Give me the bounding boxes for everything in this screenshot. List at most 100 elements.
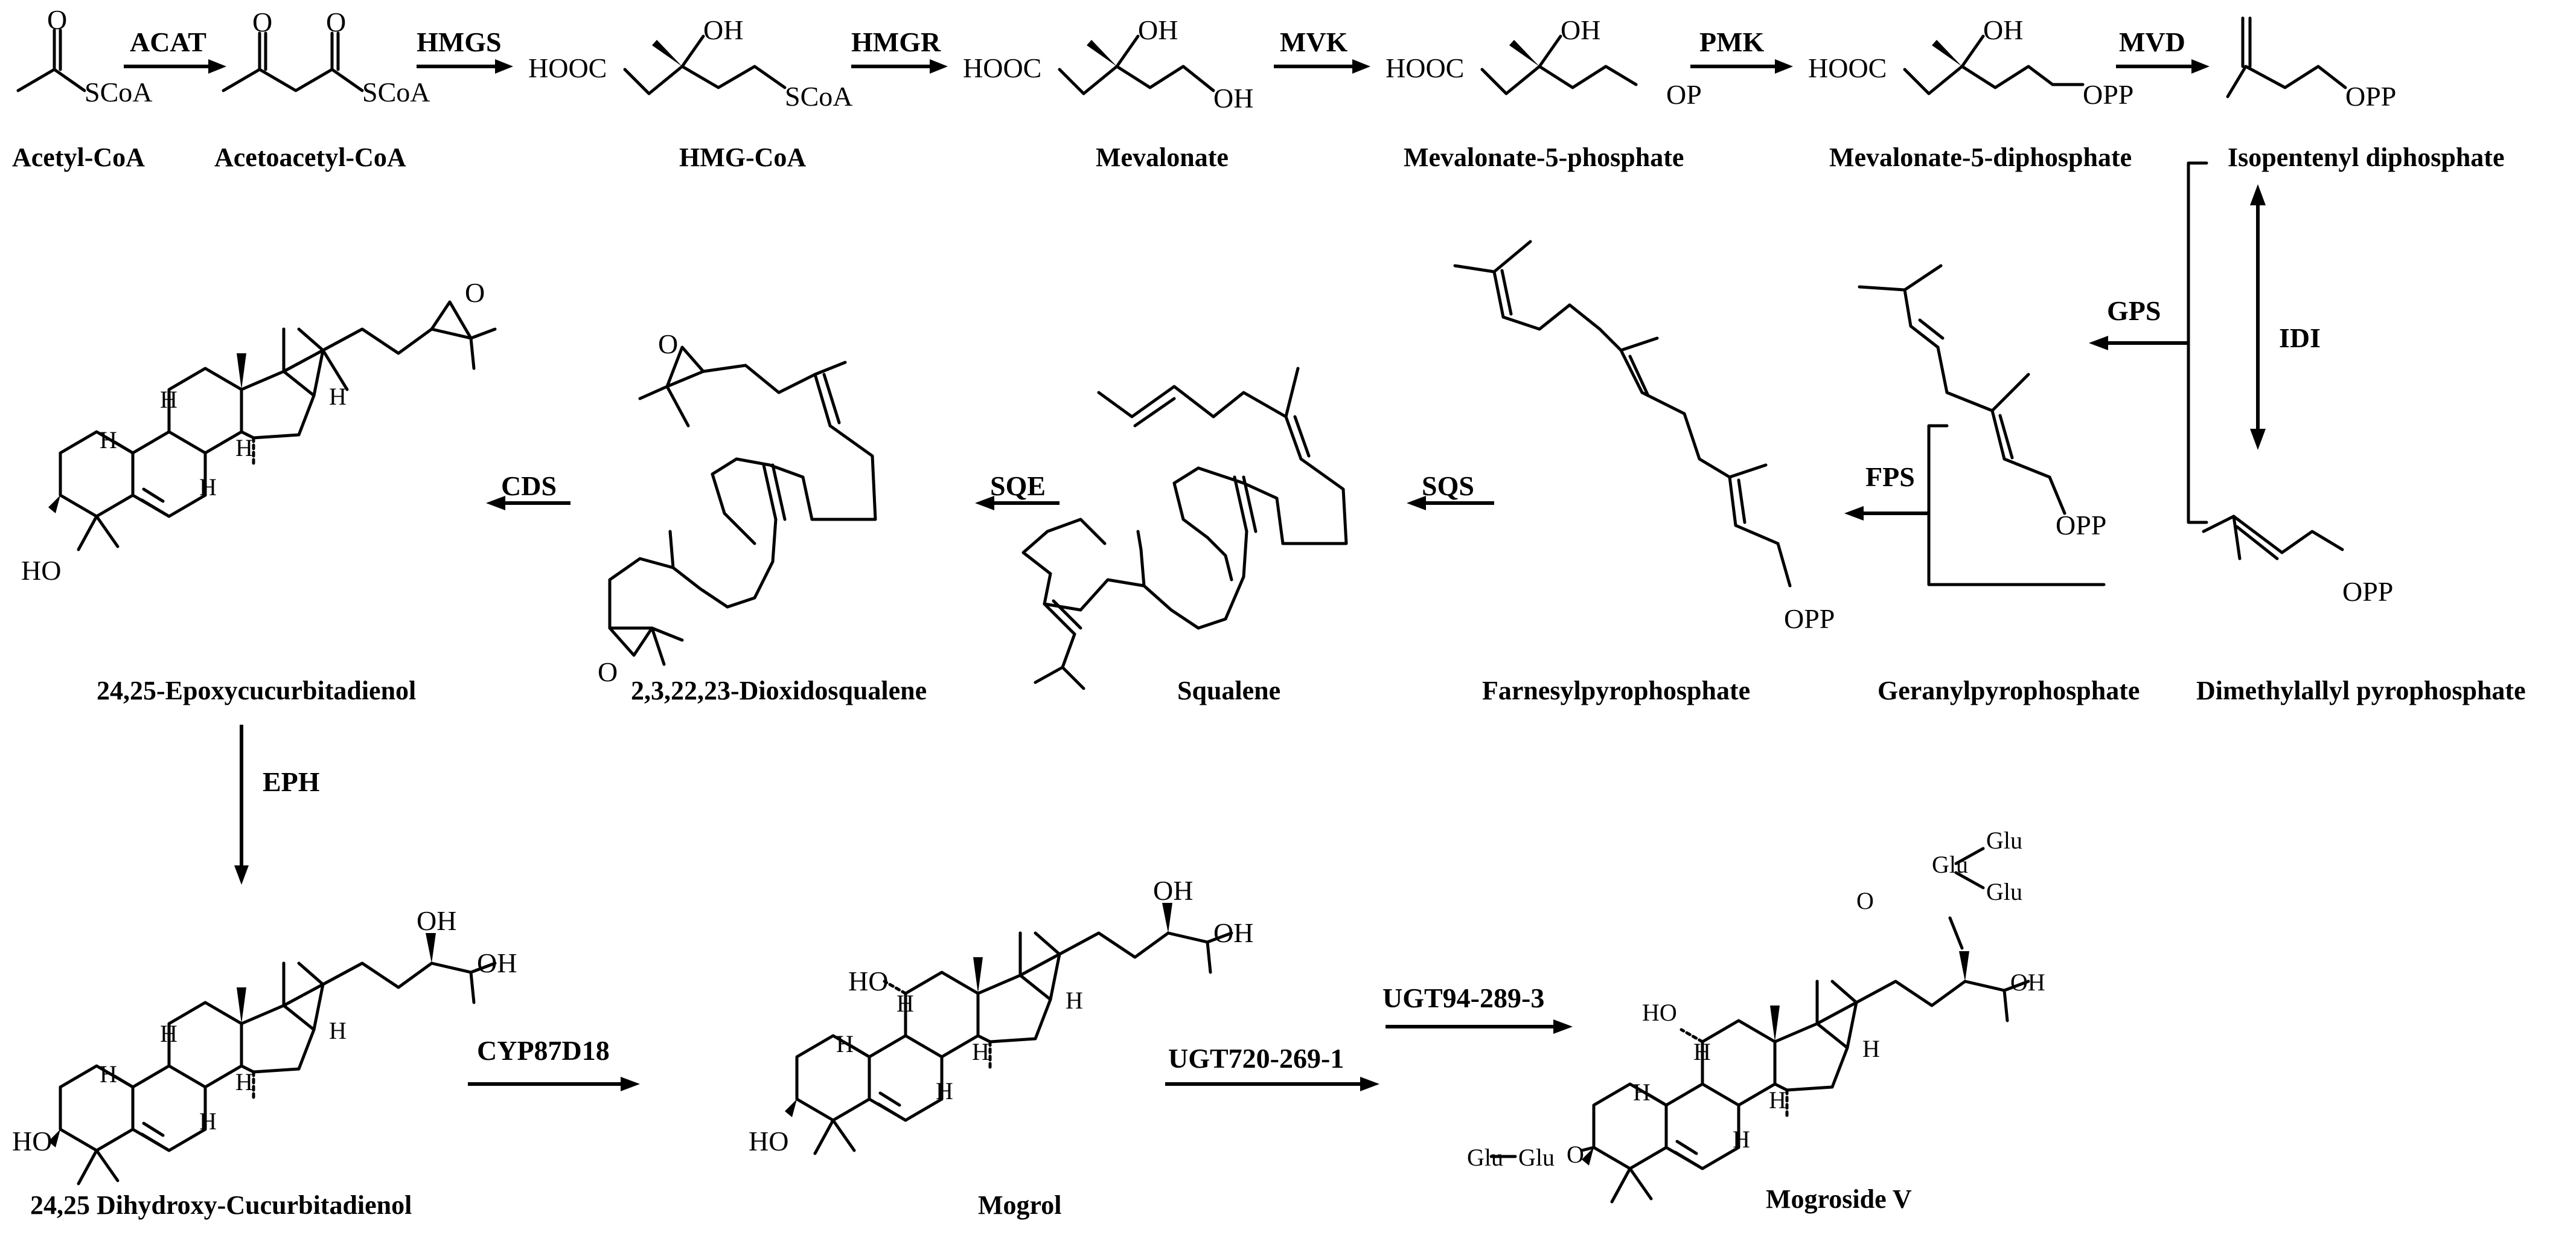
glucose-label: Glu xyxy=(1986,878,2022,905)
mevalonate-5-diphosphate-structure: HOOC OH OPP xyxy=(1808,14,2133,110)
hydrogen-label: H xyxy=(1633,1079,1651,1106)
hydrogen-label: H xyxy=(1862,1035,1880,1062)
enzyme-pmk: PMK xyxy=(1699,27,1765,57)
scoa-label: SCoA xyxy=(785,81,852,112)
hydroxyl-label: HO xyxy=(1642,999,1677,1026)
hydrogen-label: H xyxy=(235,434,253,461)
glucose-label: Glu xyxy=(1518,1144,1555,1171)
dmapp-structure: OPP xyxy=(2202,515,2393,607)
hmg-coa-structure: HOOC OH SCoA xyxy=(528,14,852,112)
oxygen-label: O xyxy=(252,7,272,37)
diphosphate-label: OPP xyxy=(1784,603,1835,634)
oxygen-label: O xyxy=(598,656,618,687)
hydroxyl-label: OH xyxy=(477,948,517,978)
hydrogen-label: H xyxy=(1769,1086,1786,1114)
fpp-structure: OPP xyxy=(1453,240,1835,634)
glucose-label: Glu xyxy=(1932,851,1968,878)
label-dmapp: Dimethylallyl pyrophosphate xyxy=(2196,676,2526,705)
glucose-label: Glu xyxy=(1986,827,2022,854)
enzyme-acat: ACAT xyxy=(130,27,206,57)
enzyme-hmgs: HMGS xyxy=(417,27,502,57)
enzyme-gps: GPS xyxy=(2107,295,2161,326)
oxygen-label: O xyxy=(326,7,346,37)
hydrogen-label: H xyxy=(160,1020,177,1047)
mogroside-v-structure: OH HO O Glu Glu Glu O Glu Glu H H H H H xyxy=(1467,827,2045,1202)
hydroxyl-label: OH xyxy=(1561,14,1600,45)
hydroxyl-label: OH xyxy=(703,14,743,45)
enzyme-mvk: MVK xyxy=(1280,27,1348,57)
enzyme-ugt94-289-3: UGT94-289-3 xyxy=(1382,983,1544,1013)
enzyme-cds: CDS xyxy=(501,470,557,501)
enzyme-eph: EPH xyxy=(263,766,320,797)
hydroxyl-label: OH xyxy=(1213,83,1253,114)
label-ipp: Isopentenyl diphosphate xyxy=(2228,143,2504,172)
gpp-structure: OPP xyxy=(1858,264,2106,541)
label-mevalonate-5-diphosphate: Mevalonate-5-diphosphate xyxy=(1829,143,2132,172)
enzyme-sqs: SQS xyxy=(1422,470,1474,501)
acetyl-coa-structure: O SCoA xyxy=(16,4,152,107)
hydroxyl-label: OH xyxy=(1138,14,1178,45)
diphosphate-label: OPP xyxy=(2056,510,2106,541)
hydrogen-label: H xyxy=(1733,1126,1750,1153)
scoa-label: SCoA xyxy=(362,77,430,107)
enzyme-cyp87d18: CYP87D18 xyxy=(477,1035,610,1066)
oxygen-label: O xyxy=(1567,1141,1584,1168)
oxygen-label: O xyxy=(658,329,678,359)
hooc-label: HOOC xyxy=(528,53,607,83)
label-mevalonate: Mevalonate xyxy=(1096,143,1229,172)
hydrogen-label: H xyxy=(896,990,914,1017)
dioxidosqualene-structure: O O xyxy=(598,329,877,687)
label-mevalonate-5-phosphate: Mevalonate-5-phosphate xyxy=(1404,143,1684,172)
hydrogen-label: H xyxy=(329,1017,347,1044)
hydrogen-label: H xyxy=(1693,1038,1711,1065)
hydroxyl-label: HO xyxy=(12,1126,52,1156)
label-mogrol: Mogrol xyxy=(978,1190,1062,1220)
phosphate-label: OP xyxy=(1666,79,1702,110)
hydrogen-label: H xyxy=(199,1108,217,1135)
enzyme-sqe: SQE xyxy=(990,470,1046,501)
label-dihydroxycucurbitadienol: 24,25 Dihydroxy-Cucurbitadienol xyxy=(30,1190,412,1220)
label-dioxidosqualene: 2,3,22,23-Dioxidosqualene xyxy=(631,676,927,705)
diphosphate-label: OPP xyxy=(2083,79,2133,110)
acetoacetyl-coa-structure: O O SCoA xyxy=(222,7,430,107)
oxygen-label: O xyxy=(47,4,67,35)
label-fpp: Farnesylpyrophosphate xyxy=(1482,676,1750,705)
hydrogen-label: H xyxy=(329,383,347,410)
hooc-label: HOOC xyxy=(1385,53,1464,83)
label-acetoacetyl-coa: Acetoacetyl-CoA xyxy=(214,143,406,172)
label-acetyl-coa: Acetyl-CoA xyxy=(12,143,145,172)
dihydroxycucurbitadienol-structure: OH OH HO H H H H H xyxy=(12,905,517,1184)
mogrol-structure: OH OH HO HO H H H H H xyxy=(749,875,1253,1156)
hydrogen-label: H xyxy=(100,1060,117,1088)
diphosphate-label: OPP xyxy=(2342,576,2393,607)
hydrogen-label: H xyxy=(235,1068,253,1095)
hydrogen-label: H xyxy=(936,1077,953,1105)
label-squalene: Squalene xyxy=(1177,676,1280,705)
enzyme-hmgr: HMGR xyxy=(851,27,941,57)
hydroxyl-label: HO xyxy=(21,555,61,586)
hydroxyl-label: OH xyxy=(1983,14,2023,45)
epoxycucurbitadienol-structure: O HO H H H H H xyxy=(21,277,497,586)
mevalonate-5-phosphate-structure: HOOC OH OP xyxy=(1385,14,1702,110)
hydroxyl-label: OH xyxy=(1153,875,1193,906)
oxygen-label: O xyxy=(465,277,485,308)
hydrogen-label: H xyxy=(160,386,177,413)
hydroxyl-label: HO xyxy=(749,1126,788,1156)
label-epoxycucurbitadienol: 24,25-Epoxycucurbitadienol xyxy=(97,676,416,705)
hydrogen-label: H xyxy=(836,1030,854,1057)
enzyme-ugt720-269-1: UGT720-269-1 xyxy=(1168,1043,1344,1074)
label-gpp: Geranylpyrophosphate xyxy=(1878,676,2140,705)
hooc-label: HOOC xyxy=(963,53,1041,83)
mevalonate-structure: HOOC OH OH xyxy=(963,14,1253,114)
squalene-structure xyxy=(1021,367,1348,690)
enzyme-mvd: MVD xyxy=(2119,27,2185,57)
hydroxyl-label: OH xyxy=(417,905,456,936)
label-hmg-coa: HMG-CoA xyxy=(679,143,806,172)
bracket-fps xyxy=(1927,424,2106,586)
diphosphate-label: OPP xyxy=(2345,81,2396,112)
hydrogen-label: H xyxy=(199,473,217,501)
hydrogen-label: H xyxy=(1066,987,1083,1014)
enzyme-idi: IDI xyxy=(2279,322,2321,353)
bracket-ipp-dmapp xyxy=(2187,161,2208,524)
